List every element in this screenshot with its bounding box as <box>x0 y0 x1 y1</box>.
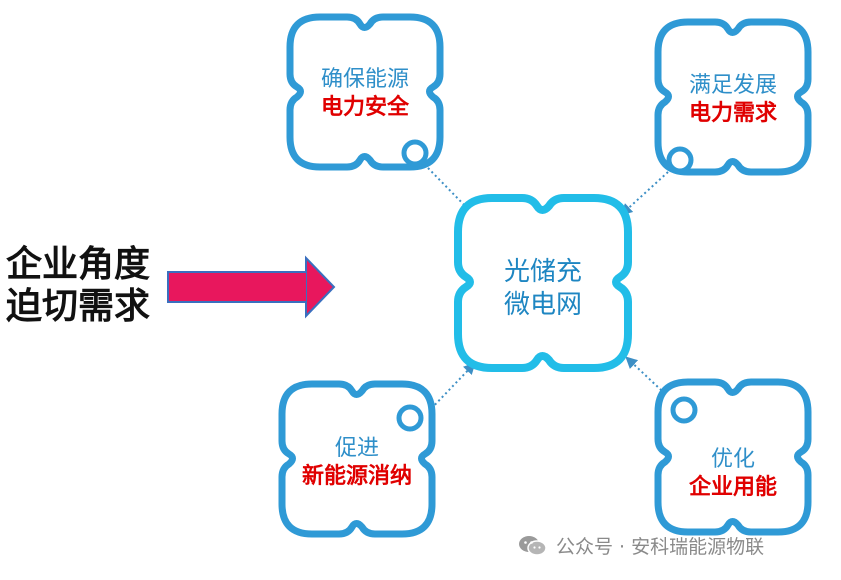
node-top-right-ring <box>666 146 694 174</box>
node-bottom-left-line1: 促进 <box>334 436 379 461</box>
watermark-text: 公众号 · 安科瑞能源物联 <box>556 536 765 558</box>
node-bottom-left-ring <box>396 404 424 432</box>
left-label-line2: 迫切需求 <box>6 286 151 328</box>
node-top-left-line1: 确保能源 <box>320 67 409 92</box>
node-bottom-left-line2: 新能源消纳 <box>301 463 412 489</box>
left-label-line1: 企业角度 <box>6 244 151 285</box>
watermark: 公众号 · 安科瑞能源物联 <box>518 532 764 559</box>
node-bottom-left-shape <box>278 380 436 538</box>
node-top-left-line2: 电力安全 <box>320 94 409 120</box>
node-bottom-right-line2: 企业用能 <box>688 474 777 500</box>
node-top-right: 满足发展 电力需求 <box>653 72 813 127</box>
connector-top-right <box>620 171 669 216</box>
node-bottom-right-line1: 优化 <box>710 447 755 472</box>
left-label: 企业角度 迫切需求 <box>6 244 150 329</box>
node-top-right-line2: 电力需求 <box>688 100 777 126</box>
center-node-shape <box>454 194 632 372</box>
wechat-icon <box>519 535 547 556</box>
node-top-right-line1: 满足发展 <box>688 73 777 98</box>
node-bottom-left: 促进 新能源消纳 <box>277 435 437 490</box>
node-top-left-ring <box>401 139 429 167</box>
node-bottom-right-shape <box>654 378 812 536</box>
big-arrow <box>167 255 336 319</box>
connector-bottom-left <box>427 362 476 413</box>
node-top-left-shape <box>286 13 444 171</box>
node-top-right-shape <box>654 18 812 176</box>
center-node: 光储充 微电网 <box>483 256 603 321</box>
center-node-line1: 光储充 <box>503 257 582 287</box>
center-node-line2: 微电网 <box>503 289 582 320</box>
connector-top-left <box>427 167 476 217</box>
node-bottom-right: 优化 企业用能 <box>653 446 813 501</box>
node-bottom-right-ring <box>670 396 698 424</box>
node-top-left: 确保能源 电力安全 <box>285 66 445 121</box>
